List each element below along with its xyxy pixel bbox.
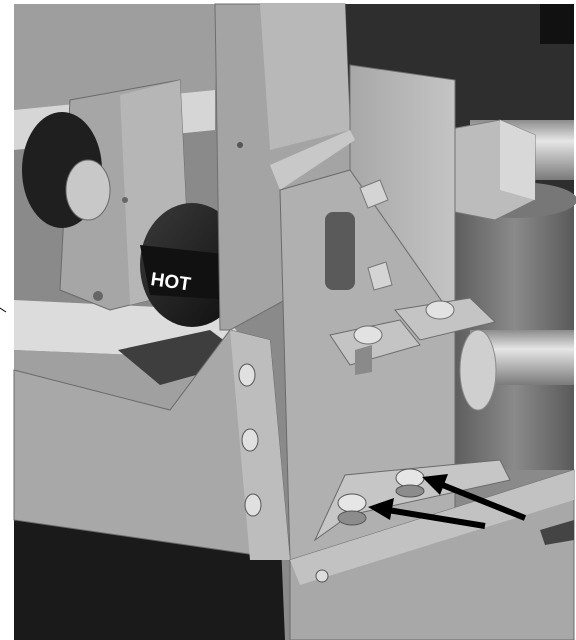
bracket-slot: [325, 212, 355, 290]
knob-grip: [140, 245, 236, 300]
lower-pipe-end: [459, 329, 497, 411]
dark-housing-corner: [540, 4, 574, 44]
slot-tab-upper: [359, 179, 389, 209]
control-box-screw: [93, 291, 103, 301]
gusset-bolt-3: [244, 493, 262, 517]
bracket-fold: [270, 130, 355, 190]
lower-frame-slot: [540, 520, 574, 545]
column-hole: [237, 142, 243, 148]
arrow-icon: [368, 498, 486, 529]
clamp-bolt-left: [353, 325, 383, 345]
base-bolt-right-nut: [395, 484, 425, 498]
pipe-fitting-face: [500, 120, 535, 200]
margin-tick: [0, 307, 7, 313]
main-column-face: [260, 4, 350, 150]
round-cap-boss: [65, 159, 111, 221]
arrow-icon: [422, 474, 527, 521]
gusset-bolt-1: [238, 363, 256, 387]
lower-frame-hole: [315, 569, 329, 583]
slot-tab-lower: [367, 261, 393, 291]
control-box-screw-2: [122, 197, 128, 203]
base-bolt-left: [337, 493, 367, 513]
lower-frame-lip: [290, 470, 574, 585]
base-bolt-right: [395, 468, 425, 488]
clamp-leg: [355, 345, 372, 375]
base-bolt-left-nut: [337, 510, 367, 526]
clamp-bolt-right: [425, 300, 455, 320]
dark-block: [118, 330, 250, 385]
gusset-bolt-2: [241, 428, 259, 452]
